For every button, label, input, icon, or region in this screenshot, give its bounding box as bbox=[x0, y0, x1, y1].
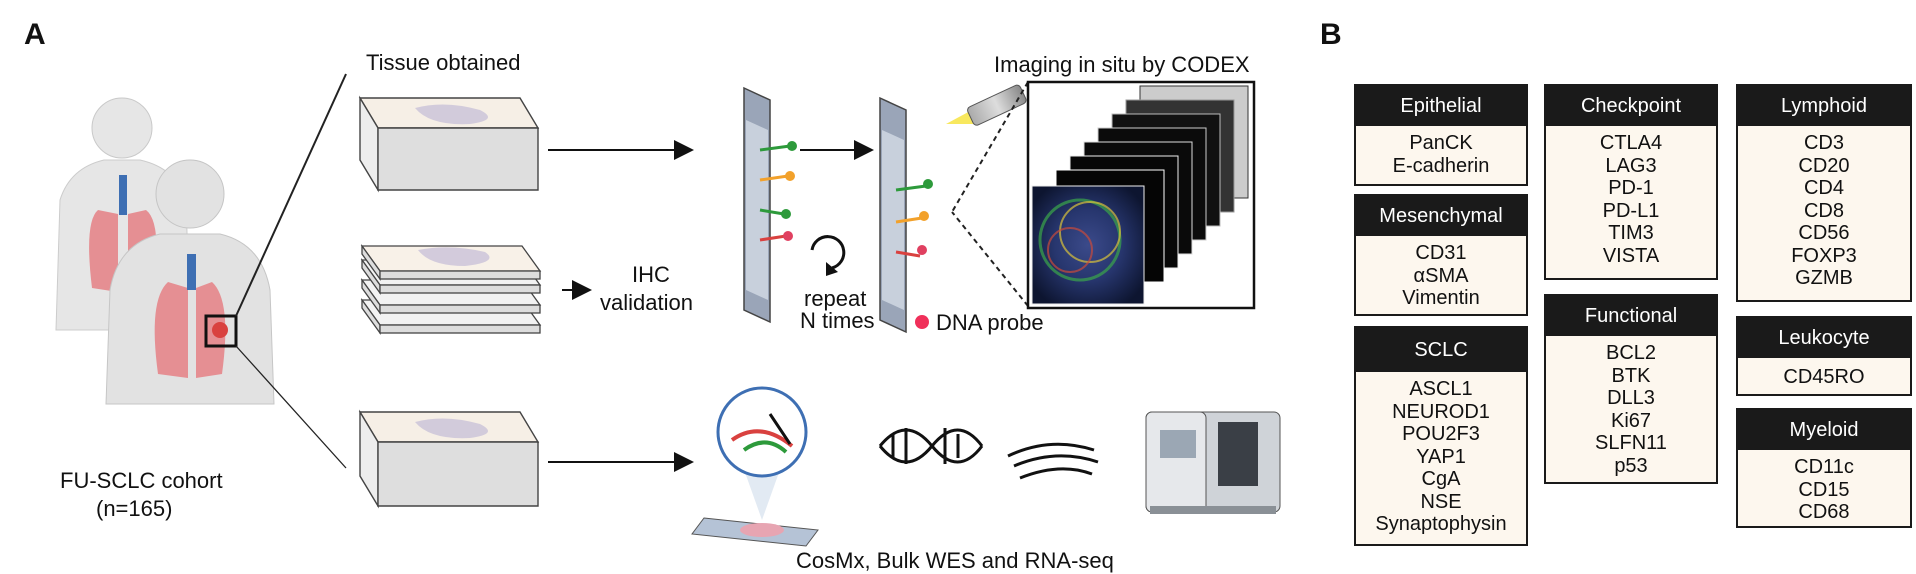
marker-item: CD20 bbox=[1798, 154, 1850, 177]
marker-item: CD56 bbox=[1798, 222, 1850, 244]
marker-group-mesenchymal: Mesenchymal CD31 αSMA Vimentin bbox=[1354, 194, 1528, 316]
biopsy-highlight-box bbox=[204, 314, 238, 348]
marker-item: CD15 bbox=[1798, 478, 1850, 501]
sequencer-icon bbox=[1145, 411, 1281, 514]
marker-item: BCL2 bbox=[1605, 342, 1657, 364]
human-figures-illustration bbox=[55, 97, 275, 405]
marker-item: CD31 bbox=[1415, 242, 1467, 264]
marker-group-sclc: SCLC ASCL1 NEUROD1 POU2F3 YAP1 CgA NSE S… bbox=[1354, 326, 1528, 546]
marker-item: YAP1 bbox=[1416, 445, 1466, 468]
marker-item: FOXP3 bbox=[1791, 244, 1857, 267]
repeat-label-2: N times bbox=[800, 308, 875, 333]
codex-slide-1 bbox=[743, 86, 797, 324]
group-title: Epithelial bbox=[1356, 86, 1526, 126]
dna-helix-icon bbox=[878, 428, 984, 464]
marker-group-checkpoint: Checkpoint CTLA4 LAG3 PD-1 PD-L1 TIM3 VI… bbox=[1544, 84, 1718, 280]
marker-item: POU2F3 bbox=[1402, 423, 1480, 445]
marker-item: ASCL1 bbox=[1409, 378, 1473, 400]
marker-item: p53 bbox=[1614, 454, 1648, 477]
ihc-label-2: validation bbox=[600, 290, 693, 315]
rna-fragments-icon bbox=[1007, 442, 1099, 480]
marker-item: CD11c bbox=[1794, 456, 1854, 478]
marker-item: NSE bbox=[1420, 490, 1462, 513]
marker-group-functional: Functional BCL2 BTK DLL3 Ki67 SLFN11 p53 bbox=[1544, 294, 1718, 484]
cohort-label-2: (n=165) bbox=[96, 496, 173, 521]
marker-item: CTLA4 bbox=[1599, 132, 1663, 154]
ihc-label-1: IHC bbox=[632, 262, 670, 287]
marker-item: PD-L1 bbox=[1602, 199, 1660, 222]
dna-probe-dot bbox=[915, 315, 929, 329]
marker-item: BTK bbox=[1611, 364, 1651, 387]
cosmx-slide-icon bbox=[691, 386, 819, 547]
marker-item: E-cadherin bbox=[1392, 154, 1490, 177]
marker-item: NEUROD1 bbox=[1392, 400, 1490, 423]
microscope-camera bbox=[967, 84, 1027, 126]
marker-item: GZMB bbox=[1795, 267, 1853, 289]
marker-group-epithelial: Epithelial PanCK E-cadherin bbox=[1354, 84, 1528, 186]
panel-a-letter: A bbox=[24, 18, 46, 51]
marker-item: PanCK bbox=[1409, 132, 1473, 154]
repeat-label-1: repeat bbox=[804, 286, 867, 311]
marker-item: Vimentin bbox=[1402, 287, 1480, 309]
marker-item: Ki67 bbox=[1610, 409, 1652, 432]
dna-probe-label: DNA probe bbox=[936, 310, 1044, 335]
marker-item: LAG3 bbox=[1605, 154, 1657, 177]
slide-stack bbox=[360, 243, 542, 336]
marker-item: αSMA bbox=[1413, 264, 1469, 287]
cohort-label-1: FU-SCLC cohort bbox=[60, 468, 223, 493]
tissue-block-3 bbox=[358, 409, 540, 509]
imaging-label: Imaging in situ by CODEX bbox=[994, 52, 1250, 77]
group-title: Lymphoid bbox=[1738, 86, 1910, 126]
marker-item: CD4 bbox=[1803, 177, 1844, 199]
panel-b-letter: B bbox=[1320, 18, 1342, 51]
marker-item: CD8 bbox=[1803, 199, 1844, 222]
group-title: Leukocyte bbox=[1738, 318, 1910, 358]
tissue-block-1 bbox=[358, 95, 540, 193]
group-title: Functional bbox=[1546, 296, 1716, 336]
marker-item: CgA bbox=[1421, 468, 1461, 490]
marker-item: VISTA bbox=[1602, 244, 1660, 267]
marker-item: PD-1 bbox=[1608, 177, 1654, 199]
marker-item: SLFN11 bbox=[1595, 432, 1667, 454]
group-title: Myeloid bbox=[1738, 410, 1910, 450]
marker-item: DLL3 bbox=[1607, 387, 1655, 409]
group-title: SCLC bbox=[1356, 328, 1526, 372]
marker-item: Synaptophysin bbox=[1375, 513, 1507, 535]
bottom-methods-label: CosMx, Bulk WES and RNA-seq bbox=[796, 548, 1114, 573]
marker-item: CD3 bbox=[1803, 132, 1844, 154]
tissue-obtained-label: Tissue obtained bbox=[366, 50, 521, 75]
codex-slide-2 bbox=[879, 96, 933, 334]
marker-item: CD68 bbox=[1798, 501, 1850, 523]
marker-item: CD45RO bbox=[1783, 366, 1865, 388]
group-title: Checkpoint bbox=[1546, 86, 1716, 126]
marker-group-myeloid: Myeloid CD11c CD15 CD68 bbox=[1736, 408, 1912, 528]
marker-group-leukocyte: Leukocyte CD45RO bbox=[1736, 316, 1912, 396]
repeat-cycle-icon bbox=[810, 235, 846, 270]
marker-item: TIM3 bbox=[1608, 222, 1654, 244]
group-title: Mesenchymal bbox=[1356, 196, 1526, 236]
codex-image-stack bbox=[1026, 80, 1256, 310]
marker-group-lymphoid: Lymphoid CD3 CD20 CD4 CD8 CD56 FOXP3 GZM… bbox=[1736, 84, 1912, 302]
